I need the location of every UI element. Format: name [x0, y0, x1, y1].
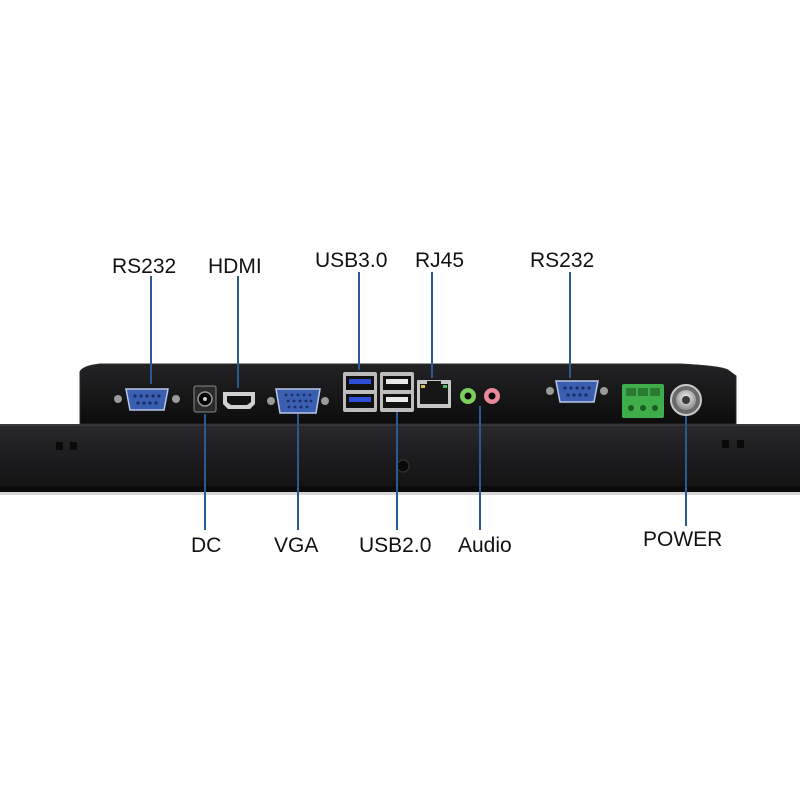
- screw-icon: [396, 459, 410, 473]
- vent-hole: [56, 442, 63, 450]
- label-vga: VGA: [274, 534, 319, 557]
- usb2-port-icon: [380, 372, 414, 412]
- vent-hole: [722, 440, 729, 448]
- label-rs232-left: RS232: [112, 255, 177, 278]
- ethernet-port-icon: [417, 380, 451, 408]
- power-button-icon: [670, 384, 702, 416]
- label-audio: Audio: [458, 534, 512, 557]
- vent-hole: [70, 442, 77, 450]
- label-dc: DC: [191, 534, 222, 557]
- label-rj45: RJ45: [415, 249, 465, 272]
- vent-hole: [737, 440, 744, 448]
- db9-serial-port-icon: [546, 380, 608, 403]
- usb3-port-icon: [343, 372, 377, 412]
- hdmi-port-icon: [223, 392, 255, 409]
- power-terminal-block-icon: [622, 384, 664, 418]
- label-power: POWER: [643, 528, 723, 551]
- dc-jack-icon: [193, 385, 217, 413]
- label-hdmi: HDMI: [208, 255, 262, 278]
- label-rs232-right: RS232: [530, 249, 595, 272]
- leader-lines: [150, 272, 687, 530]
- label-usb20: USB2.0: [359, 534, 432, 557]
- label-usb30: USB3.0: [315, 249, 388, 272]
- db9-serial-port-icon: [114, 388, 180, 411]
- audio-jack-icon: [460, 388, 500, 404]
- monitor-chassis: [0, 424, 800, 495]
- vga-port-icon: [267, 388, 329, 414]
